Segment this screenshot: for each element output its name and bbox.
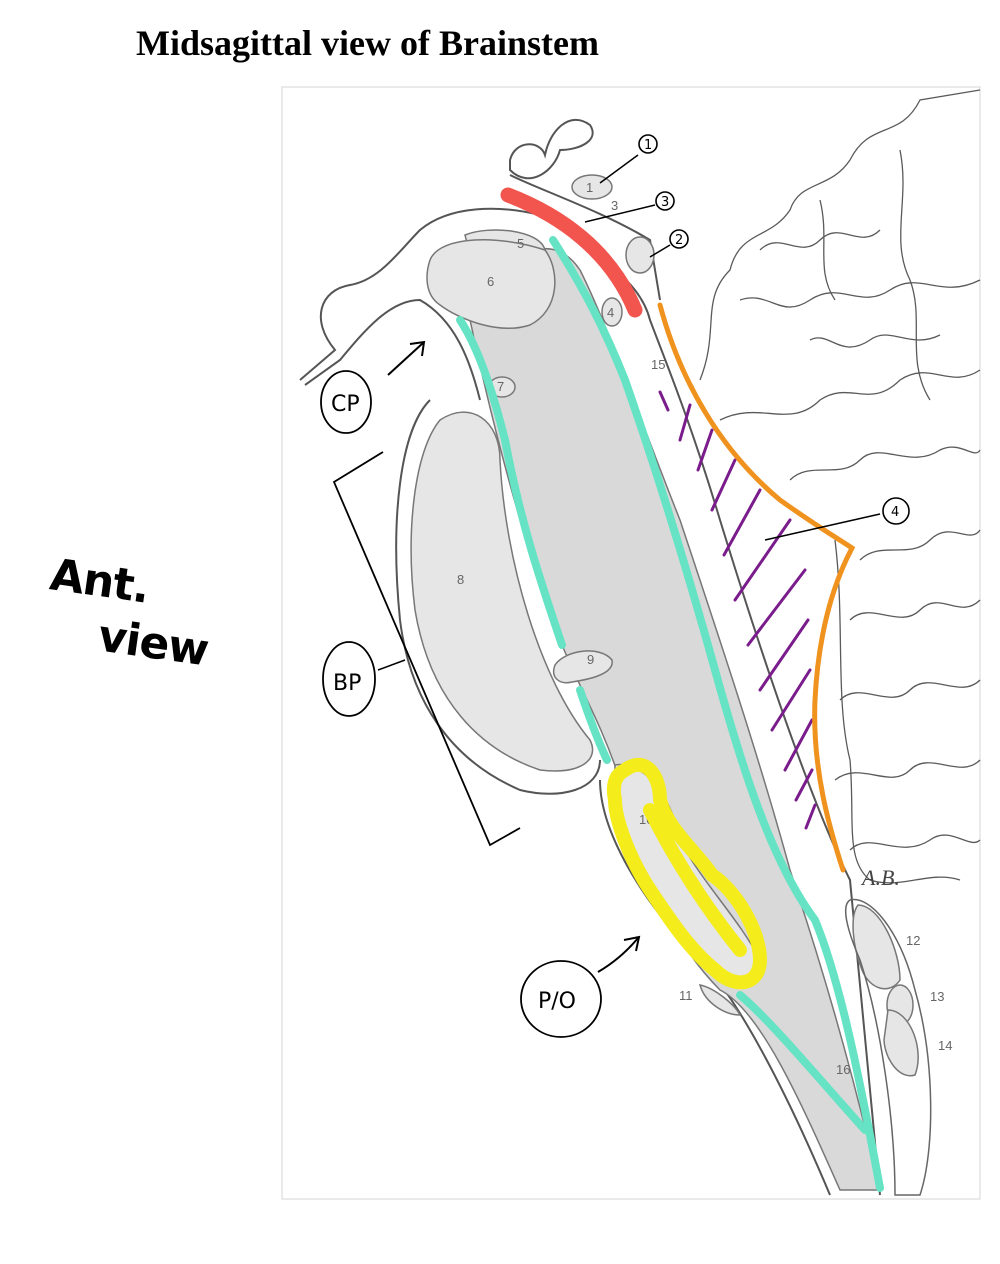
yellow-outline: [606, 757, 767, 990]
bp-label: BP: [322, 451, 521, 847]
signature-text: A.B.: [860, 865, 900, 890]
leader-lines: [584, 154, 881, 541]
num-5: 5: [517, 236, 524, 251]
num-14: 14: [938, 1038, 952, 1053]
structure-14: [883, 1009, 919, 1077]
cord-outline: [844, 898, 932, 1196]
circled-number-4: 4: [891, 505, 899, 520]
circled-number-2: 2: [675, 233, 683, 248]
circle-3: [655, 191, 675, 211]
num-4: 4: [607, 305, 614, 320]
orange-line: [657, 302, 856, 873]
num-16: 16: [836, 1062, 850, 1077]
num-9: 9: [587, 652, 594, 667]
num-13: 13: [930, 989, 944, 1004]
num-15: 15: [651, 357, 665, 372]
teal-outline: [456, 236, 884, 1192]
circle-4: [882, 497, 910, 525]
structure-number-labels: 1 3 4 5 6 7 8 9 10 11 12 13 14 15 16: [457, 180, 952, 1077]
structure-2-shape: [625, 236, 655, 274]
num-8: 8: [457, 572, 464, 587]
num-3: 3: [611, 198, 618, 213]
structure-8: [410, 411, 594, 772]
num-11: 11: [679, 988, 693, 1003]
structure-12: [852, 904, 901, 990]
circled-number-3: 3: [661, 195, 669, 210]
structure-9: [553, 650, 613, 684]
po-label: P/O: [520, 935, 641, 1038]
num-1: 1: [586, 180, 593, 195]
po-text: P/O: [538, 989, 576, 1014]
circle-2: [669, 229, 689, 249]
purple-hatching: [658, 390, 817, 830]
page-title: Midsagittal view of Brainstem: [136, 23, 599, 63]
circle-1: [638, 134, 658, 154]
structure-6: [426, 239, 556, 329]
cp-text: CP: [331, 392, 360, 417]
bp-text: BP: [333, 671, 361, 696]
structure-11: [698, 984, 742, 1016]
circled-number-1: 1: [644, 138, 652, 153]
cp-label: CP: [320, 340, 426, 434]
structure-4: [601, 297, 623, 327]
num-6: 6: [487, 274, 494, 289]
red-line: [500, 187, 643, 318]
num-7: 7: [497, 379, 504, 394]
circled-numbers: 1 2 3 4: [638, 134, 910, 525]
num-12: 12: [906, 933, 920, 948]
cerebellum: [699, 89, 981, 884]
